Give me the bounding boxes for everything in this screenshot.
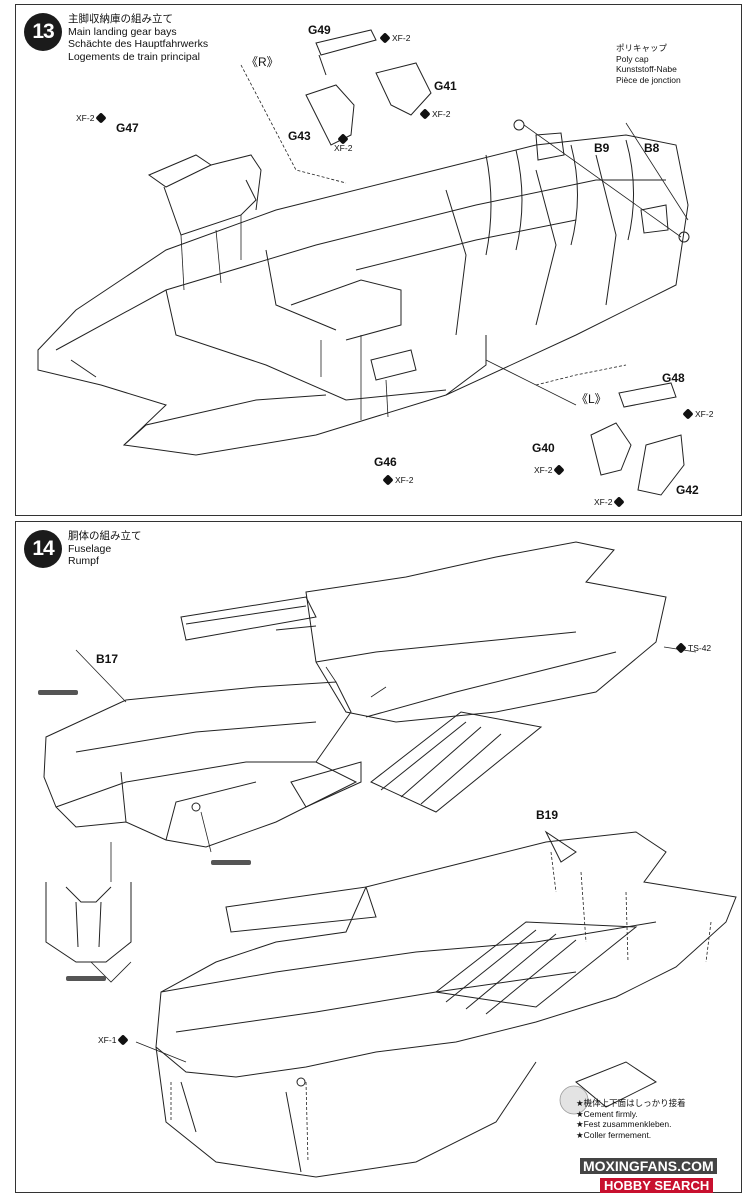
- step-14-diagram: [38, 541, 737, 1178]
- step-13-title-en: Main landing gear bays: [68, 25, 177, 38]
- part-b8: B8: [644, 141, 660, 155]
- part-g49: G49: [308, 23, 331, 37]
- paint-dot-icon: [117, 1034, 130, 1046]
- step-14-title-de: Rumpf: [68, 555, 99, 567]
- step-13-diagram: [37, 29, 690, 496]
- step-14-title: 胴体の組み立て Fuselage Rumpf: [68, 530, 142, 568]
- watermark-site: MOXINGFANS.COM: [580, 1158, 717, 1174]
- paint-g42: XF-2: [594, 496, 626, 508]
- part-g41: G41: [434, 79, 457, 93]
- paint-g40: XF-2: [534, 464, 566, 476]
- step-14-title-jp: 胴体の組み立て: [68, 530, 142, 542]
- part-b19: B19: [536, 808, 559, 822]
- paint-dot-icon: [95, 112, 108, 124]
- poly-cap-label: ポリキャップ Poly cap Kunststoff-Nabe Pièce de…: [616, 43, 681, 85]
- paint-dot-icon: [675, 642, 687, 654]
- step-13-title: 主脚収納庫の組み立て Main landing gear bays Schäch…: [68, 13, 208, 63]
- part-g48: G48: [662, 371, 685, 385]
- paint-g47: XF-2: [76, 112, 108, 124]
- paint-g49: XF-2: [378, 32, 410, 44]
- step-13-title-de: Schächte des Hauptfahrwerks: [68, 38, 209, 50]
- part-g47: G47: [116, 121, 139, 135]
- paint-ts42: TS-42: [674, 642, 711, 654]
- paint-dot-icon: [382, 474, 394, 486]
- watermark-brand: HOBBY SEARCH: [600, 1178, 714, 1193]
- step-14-panel: 14 胴体の組み立て Fuselage Rumpf B17 TS-42 B19 …: [15, 521, 742, 1193]
- paint-dot-icon: [613, 496, 626, 508]
- part-b17: B17: [96, 652, 119, 666]
- paint-xf1: XF-1: [98, 1034, 130, 1046]
- part-g40: G40: [532, 441, 555, 455]
- side-left-label: 《L》: [576, 392, 607, 406]
- step-13-panel: 13 主脚収納庫の組み立て Main landing gear bays Sch…: [15, 4, 742, 516]
- paint-g46: XF-2: [381, 474, 413, 486]
- part-b9: B9: [594, 141, 610, 155]
- paint-g41: XF-2: [418, 108, 450, 120]
- cement-note: ★機体上下面はしっかり接着 ★Cement firmly. ★Fest zusa…: [576, 1098, 686, 1140]
- paint-dot-icon: [379, 32, 391, 44]
- step-13-title-jp: 主脚収納庫の組み立て: [68, 13, 173, 25]
- step-14-title-en: Fuselage: [68, 542, 112, 555]
- paint-g43: XF-2: [334, 133, 352, 153]
- part-g43: G43: [288, 129, 311, 143]
- side-right-label: 《R》: [246, 55, 279, 69]
- step-14-number: 14: [24, 530, 62, 568]
- paint-g48: XF-2: [681, 408, 713, 420]
- part-g42: G42: [676, 483, 699, 497]
- part-g46: G46: [374, 455, 397, 469]
- paint-dot-icon: [682, 408, 694, 420]
- step-13-number: 13: [24, 13, 62, 51]
- paint-dot-icon: [419, 108, 431, 120]
- paint-dot-icon: [553, 464, 566, 476]
- step-13-title-fr: Logements de train principal: [68, 50, 200, 63]
